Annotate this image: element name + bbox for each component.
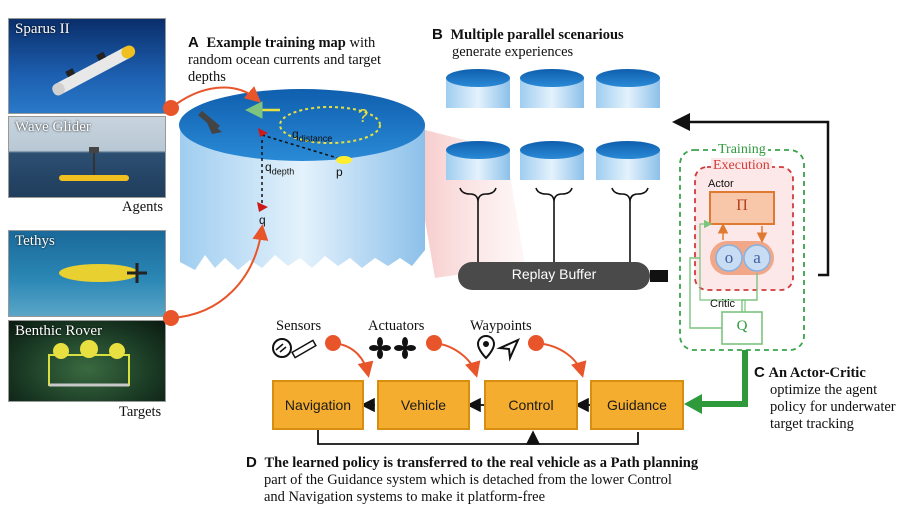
critic-q: Q — [736, 318, 748, 334]
q-distance-symbol: q — [292, 127, 299, 141]
control-box: Control — [484, 380, 578, 430]
photo-wave-glider: Wave Glider — [8, 116, 166, 198]
agents-label: Agents — [122, 199, 164, 215]
execution-label: Execution — [711, 158, 772, 174]
actuators-label: Actuators — [368, 318, 425, 334]
observation-o: o — [724, 248, 734, 267]
navigation-arrow-icon — [496, 338, 520, 362]
section-c-text: C An Actor-Critic optimize the agent pol… — [754, 364, 900, 433]
training-label: Training — [716, 142, 768, 158]
fan-icon — [394, 337, 416, 359]
q-depth-label: qdepth — [265, 160, 294, 176]
sensors-label: Sensors — [276, 318, 322, 334]
pipeline-input-connectors — [325, 335, 587, 378]
section-d-title: The learned policy is transferred to the… — [264, 455, 699, 471]
benthic-rover-image — [48, 340, 130, 387]
section-b-title: Multiple parallel scenarious — [450, 27, 624, 43]
feedback-arrow — [688, 120, 830, 277]
map-pin-icon — [476, 334, 496, 360]
photo-sparus: Sparus II — [8, 18, 166, 114]
section-a-title: Example training map — [206, 35, 346, 51]
section-c-title: An Actor-Critic — [768, 365, 866, 381]
photo-caption-benthic-rover: Benthic Rover — [15, 323, 103, 339]
photo-caption-wave-glider: Wave Glider — [15, 119, 91, 135]
section-d-text: D The learned policy is transferred to t… — [246, 454, 766, 506]
map-question-mark: ? — [358, 106, 369, 126]
sensor-icon — [272, 338, 317, 359]
training-map-cylinder — [179, 89, 425, 270]
guidance-box: Guidance — [590, 380, 684, 430]
q-depth-subscript: depth — [271, 166, 295, 177]
vehicle-box: Vehicle — [377, 380, 470, 430]
waypoints-label: Waypoints — [470, 318, 532, 334]
scenario-cylinders — [446, 69, 660, 180]
tethys-vehicle-image — [59, 263, 147, 283]
photo-caption-sparus: Sparus II — [15, 21, 70, 37]
section-a-desc: with random ocean currents and target de… — [188, 35, 381, 85]
photo-caption-tethys: Tethys — [15, 233, 55, 249]
critic-label: Critic — [710, 298, 736, 310]
section-b-text: B Multiple parallel scenarious generate … — [432, 26, 712, 61]
section-d-letter: D — [246, 454, 257, 471]
replay-buffer-label: Replay Buffer — [511, 266, 597, 282]
policy-pi: Π — [736, 197, 748, 214]
section-b-desc: generate experiences — [452, 44, 574, 60]
section-c-letter: C — [754, 364, 765, 381]
section-b-letter: B — [432, 26, 443, 43]
replay-buffer-shape — [458, 262, 650, 290]
section-d-desc: part of the Guidance system which is det… — [264, 472, 672, 505]
q-distance-label: qdistance — [292, 127, 332, 143]
photo-tethys: Tethys — [8, 230, 166, 317]
targets-label: Targets — [119, 404, 162, 420]
q-distance-subscript: distance — [298, 133, 333, 144]
sparus-vehicle-image — [52, 45, 136, 96]
deploy-arrow — [700, 350, 748, 407]
section-a-letter: A — [188, 34, 199, 51]
p-label: p — [336, 165, 343, 179]
fan-icon — [369, 337, 391, 359]
q-target-label: q — [259, 213, 266, 227]
wave-glider-image — [59, 147, 129, 181]
section-a-text: A Example training map with random ocean… — [188, 34, 398, 86]
action-a: a — [753, 248, 761, 267]
actor-label: Actor — [708, 178, 734, 190]
q-depth-symbol: q — [265, 160, 272, 174]
navigation-box: Navigation — [272, 380, 364, 430]
scenario-to-buffer-links — [459, 187, 649, 262]
photo-benthic-rover: Benthic Rover — [8, 320, 166, 402]
section-c-desc: optimize the agent policy for underwater… — [770, 382, 896, 432]
